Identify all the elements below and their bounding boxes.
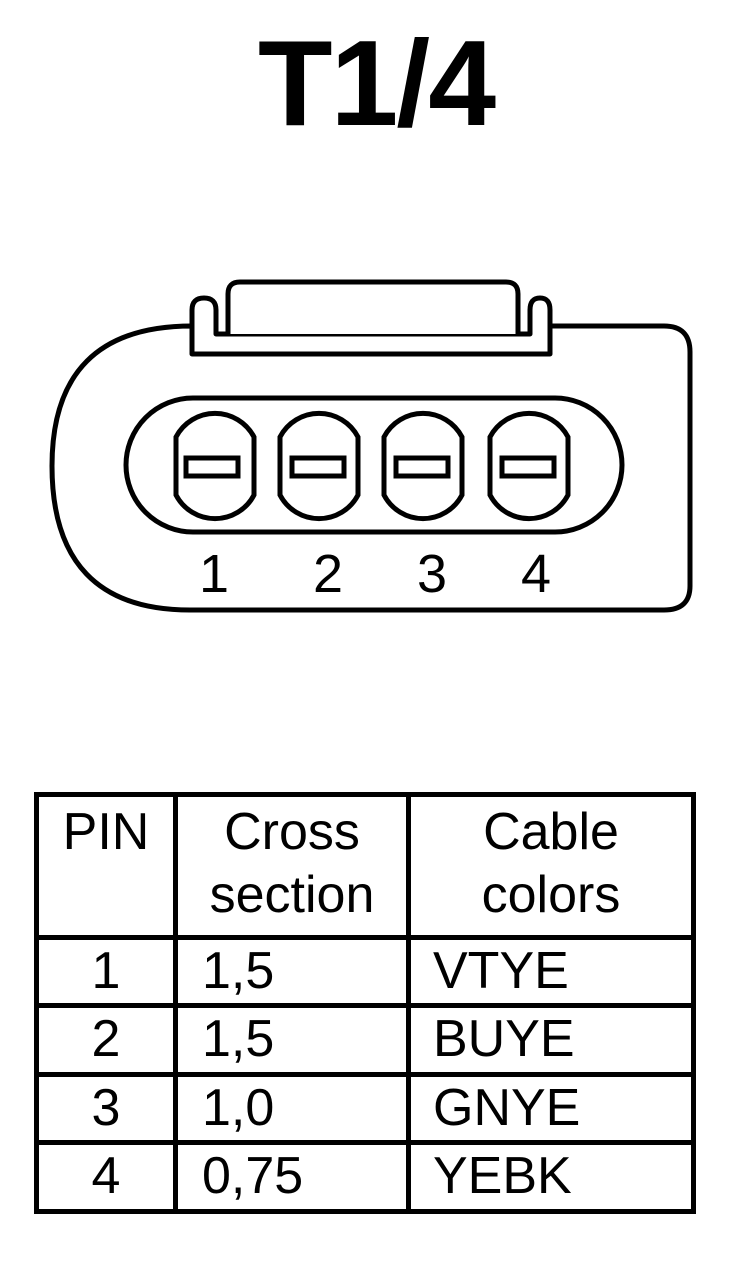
- pin-3-slot: [393, 455, 451, 479]
- pin-1: 1: [173, 410, 257, 604]
- row-cross-section: 0,75: [173, 1140, 411, 1214]
- row-cross-section: 1,5: [173, 934, 411, 1009]
- pin-4-label: 4: [521, 544, 551, 604]
- header-pin: PIN: [34, 792, 178, 940]
- table-row: 2 1,5 BUYE: [34, 1003, 696, 1077]
- pin-2: 2: [277, 410, 361, 604]
- connector-diagram: 1 2 3 4: [49, 279, 693, 613]
- header-color-line2: colors: [481, 866, 621, 925]
- table-row: 3 1,0 GNYE: [34, 1071, 696, 1146]
- pin-4: 4: [487, 410, 571, 604]
- pin-1-label: 1: [199, 544, 229, 604]
- header-cross-section: Cross section: [173, 792, 411, 940]
- row-cable-colors: YEBK: [406, 1140, 696, 1214]
- row-cable-colors: VTYE: [406, 934, 696, 1009]
- pin-4-slot: [499, 455, 557, 479]
- pin-1-slot: [183, 455, 241, 479]
- row-cross-section: 1,5: [173, 1003, 411, 1077]
- header-cable-colors: Cable colors: [406, 792, 696, 940]
- row-pin: 2: [34, 1003, 178, 1077]
- row-cross-section: 1,0: [173, 1071, 411, 1146]
- pin-2-slot: [289, 455, 347, 479]
- row-cable-colors: BUYE: [406, 1003, 696, 1077]
- row-pin: 4: [34, 1140, 178, 1214]
- row-pin: 3: [34, 1071, 178, 1146]
- connector-latch-top: [225, 279, 521, 334]
- pin-3-label: 3: [417, 544, 447, 604]
- table-row: 1 1,5 VTYE: [34, 934, 696, 1009]
- pin-table: PIN Cross section Cable colors 1 1,5 VTY…: [34, 792, 696, 1214]
- header-color-line1: Cable: [483, 803, 619, 861]
- header-pin-label: PIN: [62, 803, 150, 861]
- header-cross-line2: section: [209, 866, 375, 925]
- row-cable-colors: GNYE: [406, 1071, 696, 1146]
- row-pin: 1: [34, 934, 178, 1009]
- connector-title: T1/4: [257, 15, 496, 151]
- table-row: 4 0,75 YEBK: [34, 1140, 696, 1214]
- pin-2-label: 2: [313, 544, 343, 604]
- pin-3: 3: [381, 410, 465, 604]
- header-cross-line1: Cross: [224, 803, 360, 861]
- table-header-row: PIN Cross section Cable colors: [34, 792, 696, 940]
